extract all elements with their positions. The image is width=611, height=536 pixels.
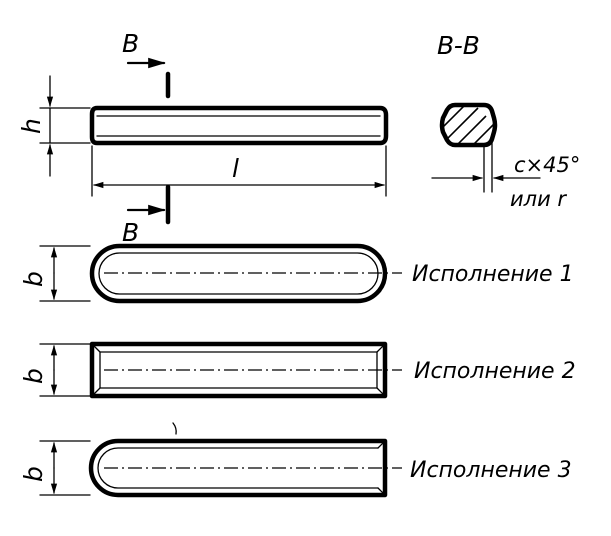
- variant-3-view: [39, 438, 402, 498]
- section-title: B-B: [437, 31, 480, 60]
- section-cut-marks: [126, 57, 171, 225]
- width-label-3: b: [19, 466, 48, 482]
- section-mark-bottom: B: [122, 218, 139, 247]
- stray-mark: [172, 422, 177, 435]
- chamfer-alt-label: или r: [510, 187, 567, 211]
- variant-2-view: [39, 341, 402, 399]
- variant-3-label: Исполнение 3: [410, 458, 572, 483]
- variant-1-view: [39, 243, 402, 304]
- width-label-2: b: [19, 368, 48, 384]
- side-view: [89, 105, 389, 146]
- height-dimension: [39, 75, 91, 177]
- variant-2-label: Исполнение 2: [414, 359, 576, 384]
- height-label: h: [17, 118, 46, 134]
- width-label-1: b: [19, 271, 48, 287]
- length-dimension: [91, 145, 387, 197]
- variant-1-label: Исполнение 1: [412, 262, 574, 287]
- chamfer-label: c×45°: [514, 153, 580, 177]
- section-mark-top: B: [122, 29, 139, 58]
- length-label: l: [232, 154, 239, 183]
